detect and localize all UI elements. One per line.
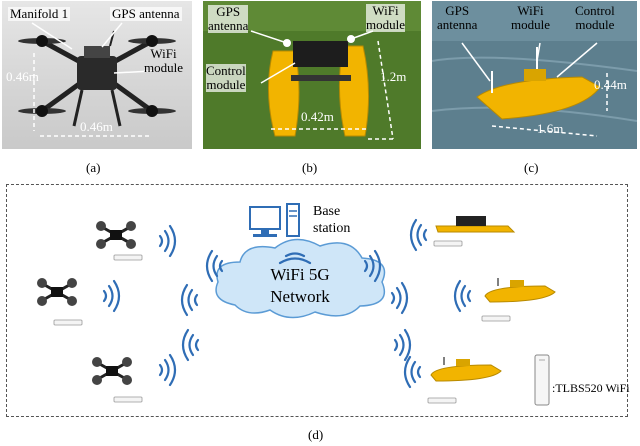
label-gps-antenna-c: GPS antenna	[437, 4, 477, 32]
label-gps-line2: antenna	[208, 18, 249, 33]
signal-icon-drone-2	[102, 279, 121, 313]
base-station-line1: Base	[313, 204, 341, 219]
router-icon-3	[113, 396, 143, 403]
drone-icon-1	[94, 219, 138, 251]
dim-horizontal: 0.46m	[80, 119, 113, 134]
dim-height-c: 0.44m	[594, 77, 627, 92]
base-station-line2: station	[313, 221, 351, 236]
label-control-line1-b: Control	[206, 63, 246, 78]
signal-icon-drone-3	[158, 353, 177, 387]
label-control-line2-b: module	[206, 77, 246, 92]
legend-wifi-device: :TLBS520 WiFi	[552, 381, 630, 395]
label-control-module-c: Control module	[575, 4, 615, 32]
network-line1: WiFi 5G	[270, 265, 330, 284]
caption-a: (a)	[86, 160, 101, 175]
signal-icon-drone-1	[158, 224, 177, 258]
base-station-label: Base station	[313, 203, 350, 237]
label-wifi-line1-b: WiFi	[372, 3, 399, 18]
label-gps-line1: GPS	[216, 4, 241, 19]
label-wifi-line1: WiFi	[150, 46, 177, 61]
label-wifi-module: WiFi module	[144, 47, 183, 75]
signal-icon-boat-2	[453, 279, 472, 313]
boat-icon-1	[484, 277, 556, 303]
caption-c: (c)	[524, 160, 539, 175]
router-icon-4	[433, 240, 463, 247]
network-line2: Network	[270, 287, 330, 306]
dim-vertical: 0.46m	[6, 69, 39, 84]
label-gps-antenna: GPS antenna	[110, 6, 182, 21]
caption-b: (b)	[302, 160, 318, 175]
network-diagram-frame	[6, 184, 628, 417]
network-label: WiFi 5G Network	[245, 264, 355, 308]
label-control-line1-c: Control	[575, 3, 615, 18]
router-icon-6	[427, 397, 457, 404]
router-icon-1	[113, 254, 143, 261]
label-control-module-b: Control module	[206, 64, 246, 92]
label-gps-antenna-b: GPS antenna	[208, 4, 249, 33]
signal-icons-center	[180, 249, 412, 362]
drone-icon-2	[35, 276, 79, 308]
router-icon-5	[481, 315, 511, 322]
label-wifi-line1-c: WiFi	[517, 3, 544, 18]
router-icon-2	[53, 319, 83, 326]
signal-icon-boat-1	[409, 218, 428, 252]
photo-drone	[2, 1, 192, 149]
label-wifi-module-b: WiFi module	[366, 4, 405, 32]
label-gps-line1-c: GPS	[445, 3, 470, 18]
dim-length-c: 1.6m	[537, 121, 564, 136]
computer-icon	[249, 203, 300, 237]
cloud-network	[215, 238, 386, 319]
label-wifi-line2: module	[144, 60, 183, 75]
label-wifi-module-c: WiFi module	[511, 4, 550, 32]
label-control-line2-c: module	[575, 17, 615, 32]
dim-width-b: 0.42m	[301, 109, 334, 124]
label-manifold: Manifold 1	[8, 6, 71, 21]
photo-boat	[432, 1, 637, 149]
wifi-device-icon	[534, 354, 550, 406]
label-gps-line2-c: antenna	[437, 17, 478, 32]
dim-length-b: 1.2m	[380, 69, 407, 84]
label-wifi-line2-c: module	[511, 17, 550, 32]
boat-icon-2	[430, 356, 502, 382]
signal-icon-boat-3	[403, 355, 422, 389]
label-wifi-line2-b: module	[366, 17, 405, 32]
caption-d: (d)	[308, 427, 324, 442]
catamaran-icon	[435, 215, 515, 233]
drone-icon-3	[90, 355, 134, 387]
